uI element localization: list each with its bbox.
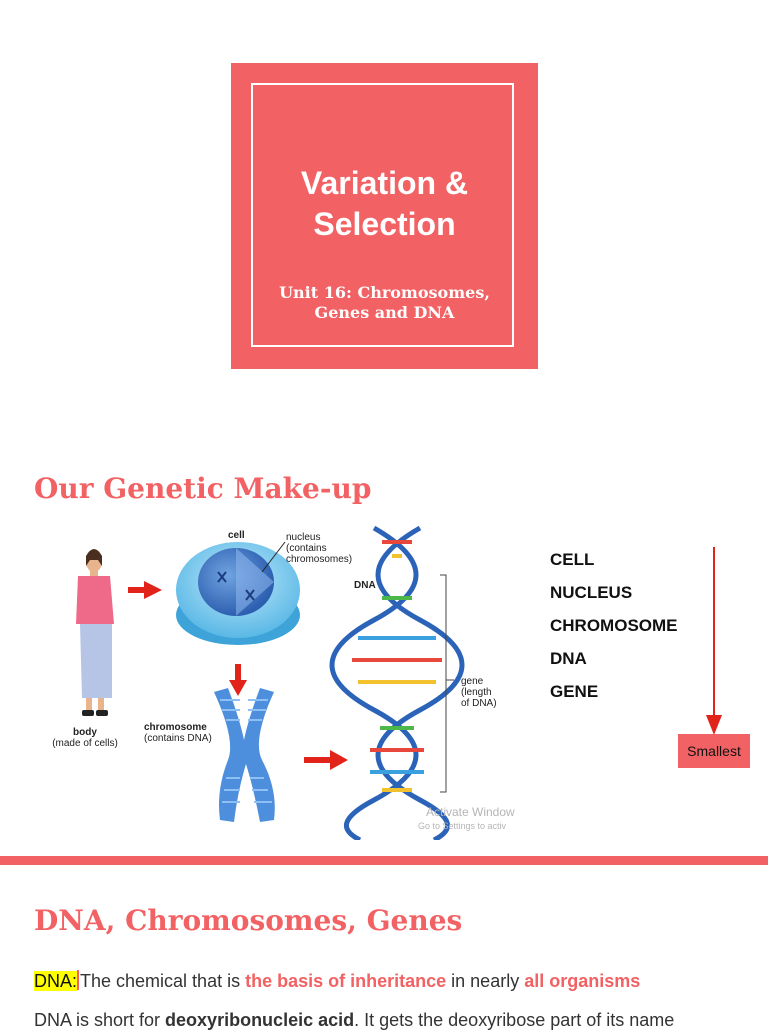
arrow-body-to-cell-icon (128, 581, 162, 599)
activation-watermark-line-2: Go to Settings to activ (418, 821, 507, 831)
label-nucleus-line-1: nucleus (286, 532, 321, 543)
hierarchy-item-cell: CELL (550, 550, 595, 569)
label-gene-line-1: gene (461, 676, 484, 687)
label-chromosome: chromosome (contains DNA) (144, 722, 212, 744)
label-gene-line-3: of DNA) (461, 698, 497, 709)
hierarchy-item-gene: GENE (550, 682, 599, 701)
hierarchy-list: CELL NUCLEUS CHROMOSOME DNA GENE (550, 548, 678, 713)
slide-subtitle-line-2: Genes and DNA (314, 303, 455, 322)
body-figure-icon (76, 549, 114, 716)
label-nucleus-line-3: chromosomes) (286, 554, 353, 565)
definition-text-b: in nearly (446, 971, 525, 991)
genetic-makeup-diagram: cell nucleus (contains chromosomes) DNA … (40, 520, 530, 840)
explanation-text-a: DNA is short for (34, 1010, 166, 1030)
diagram-illustration (76, 525, 465, 840)
hierarchy-item-nucleus: NUCLEUS (550, 583, 633, 602)
smallest-badge: Smallest (678, 734, 750, 768)
label-cell: cell (228, 530, 245, 541)
label-gene-line-2: (length (461, 687, 492, 698)
label-nucleus-line-2: (contains (286, 543, 327, 554)
definition-accent-a: the basis of inheritance (245, 971, 447, 991)
label-nucleus: nucleus (contains chromosomes) (286, 532, 352, 565)
definition-accent-b: all organisms (524, 971, 641, 991)
chromosome-icon (214, 688, 275, 822)
slide-subtitle: Unit 16: Chromosomes, Genes and DNA (231, 283, 538, 323)
label-body-line-1: body (73, 727, 97, 738)
dna-explanation-line: DNA is short for deoxyribonucleic acid. … (34, 1010, 674, 1031)
cell-icon (176, 541, 300, 645)
label-chromosome-line-2: (contains DNA) (144, 733, 212, 744)
label-gene: gene (length of DNA) (461, 676, 497, 709)
section-heading-genetic-makeup: Our Genetic Make-up (34, 472, 372, 505)
slide-subtitle-line-1: Unit 16: Chromosomes, (279, 283, 490, 302)
label-body: body (made of cells) (50, 727, 120, 749)
section-divider (0, 856, 768, 865)
activation-watermark-line-1: Activate Window (426, 805, 515, 819)
label-chromosome-line-1: chromosome (144, 722, 207, 733)
title-frame (251, 83, 514, 347)
explanation-bold-a: deoxyribonucleic acid (165, 1010, 355, 1030)
arrow-cell-to-chromosome-icon (229, 664, 247, 696)
slide-title: Variation & Selection (231, 163, 538, 245)
label-body-line-2: (made of cells) (52, 738, 118, 749)
title-card: Variation & Selection Unit 16: Chromosom… (231, 63, 538, 369)
slide-title-line-2: Selection (313, 206, 456, 242)
arrow-down-icon (706, 547, 722, 735)
section-heading-dna-chromosomes-genes: DNA, Chromosomes, Genes (34, 904, 463, 937)
dna-definition-line: DNA:The chemical that is the basis of in… (34, 970, 640, 992)
definition-text-a: The chemical that is (80, 971, 246, 991)
explanation-text-b: . It gets the deoxyribose part of its na… (354, 1010, 675, 1030)
slide-title-line-1: Variation & (300, 165, 469, 201)
hierarchy-item-chromosome: CHROMOSOME (550, 616, 678, 635)
hierarchy-item-dna: DNA (550, 649, 587, 668)
dna-helix-icon (329, 525, 465, 840)
dna-term-highlight: DNA: (34, 971, 78, 991)
text-cursor (77, 970, 80, 990)
arrow-chromosome-to-dna-icon (304, 750, 348, 770)
label-dna: DNA (354, 580, 376, 591)
